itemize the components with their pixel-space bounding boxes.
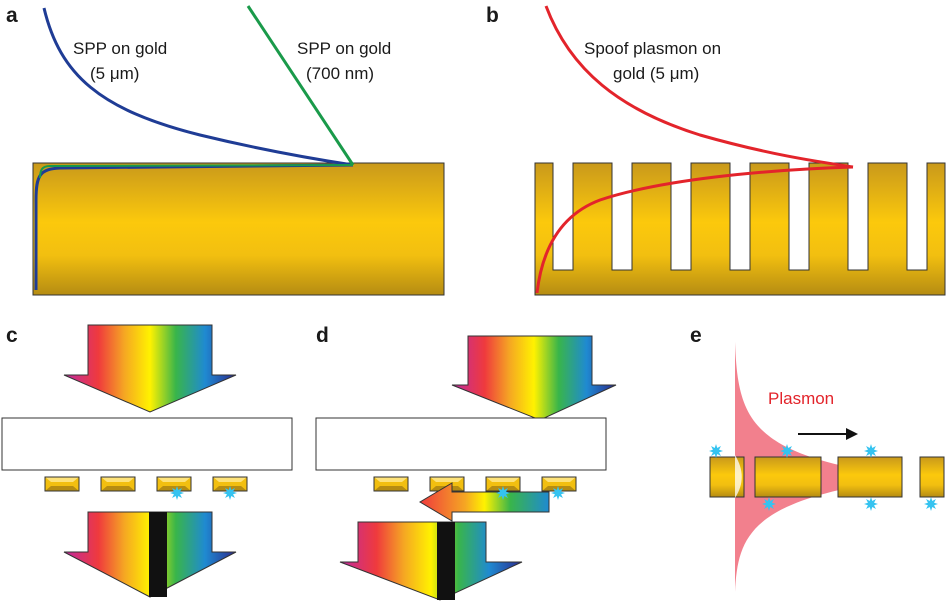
panel-c: c [1, 324, 293, 598]
transmitted-light-arrow-d [339, 521, 523, 601]
panel-label-a: a [6, 4, 18, 27]
spoof-label-line2: gold (5 μm) [613, 64, 699, 83]
panel-b: b Spoof plasmon on gold (5 μm) [486, 4, 946, 296]
spp-curve-700nm-inside [39, 164, 354, 179]
spoof-label-line1: Spoof plasmon on [584, 39, 721, 58]
curve-label-5um-line1: SPP on gold [73, 39, 167, 58]
panel-label-e: e [690, 324, 702, 347]
nanoparticle-d-1 [373, 476, 409, 492]
curve-label-700nm-line1: SPP on gold [297, 39, 391, 58]
substrate-d [315, 417, 607, 471]
surface-wave-arrow-d [419, 482, 550, 522]
curve-label-5um-line2: (5 μm) [90, 64, 139, 83]
incident-light-arrow-d [451, 335, 617, 421]
gold-slab-a [32, 162, 445, 296]
emitter-icon [709, 444, 723, 458]
spp-curve-700nm-above [246, 5, 355, 166]
emitter-icon [223, 486, 237, 500]
emitter-icon [924, 497, 938, 511]
grooved-gold-surface [534, 162, 946, 296]
emitter-icon [762, 497, 776, 511]
panel-label-d: d [316, 324, 329, 347]
right-arrow-icon [798, 428, 858, 440]
plasmon-gap-highlight [735, 455, 742, 498]
spoof-plasmon-curve-inside [535, 165, 854, 294]
spp-curve-5um-above [42, 7, 354, 167]
emitter-icon [170, 486, 184, 500]
absorption-band-d [437, 522, 455, 600]
nanoparticle-c-1 [44, 476, 80, 492]
emitter-icon [864, 444, 878, 458]
nanoparticle-d-4 [541, 476, 577, 492]
emitter-icon [780, 444, 794, 458]
panel-label-c: c [6, 324, 18, 347]
emitter-icon [496, 486, 510, 500]
panel-label-b: b [486, 4, 499, 27]
plasmon-label: Plasmon [768, 389, 834, 408]
substrate-c [1, 417, 293, 471]
emitter-icon [551, 486, 565, 500]
nanoparticle-c-3 [156, 476, 192, 492]
absorption-band-c [149, 512, 167, 597]
spoof-plasmon-curve-above [544, 5, 854, 169]
incident-light-arrow-c [63, 324, 237, 413]
panel-e: e Plasmon [690, 324, 945, 592]
emitter-icon [864, 497, 878, 511]
gold-bar-e-3 [837, 456, 903, 498]
panel-a: a SPP on gold (5 μm) SPP on gold (700 nm… [6, 4, 445, 296]
panel-d: d [315, 324, 617, 601]
gold-bar-e-2 [754, 456, 822, 498]
nanoparticle-c-2 [100, 476, 136, 492]
curve-label-700nm-line2: (700 nm) [306, 64, 374, 83]
gold-bar-e-4 [919, 456, 945, 498]
